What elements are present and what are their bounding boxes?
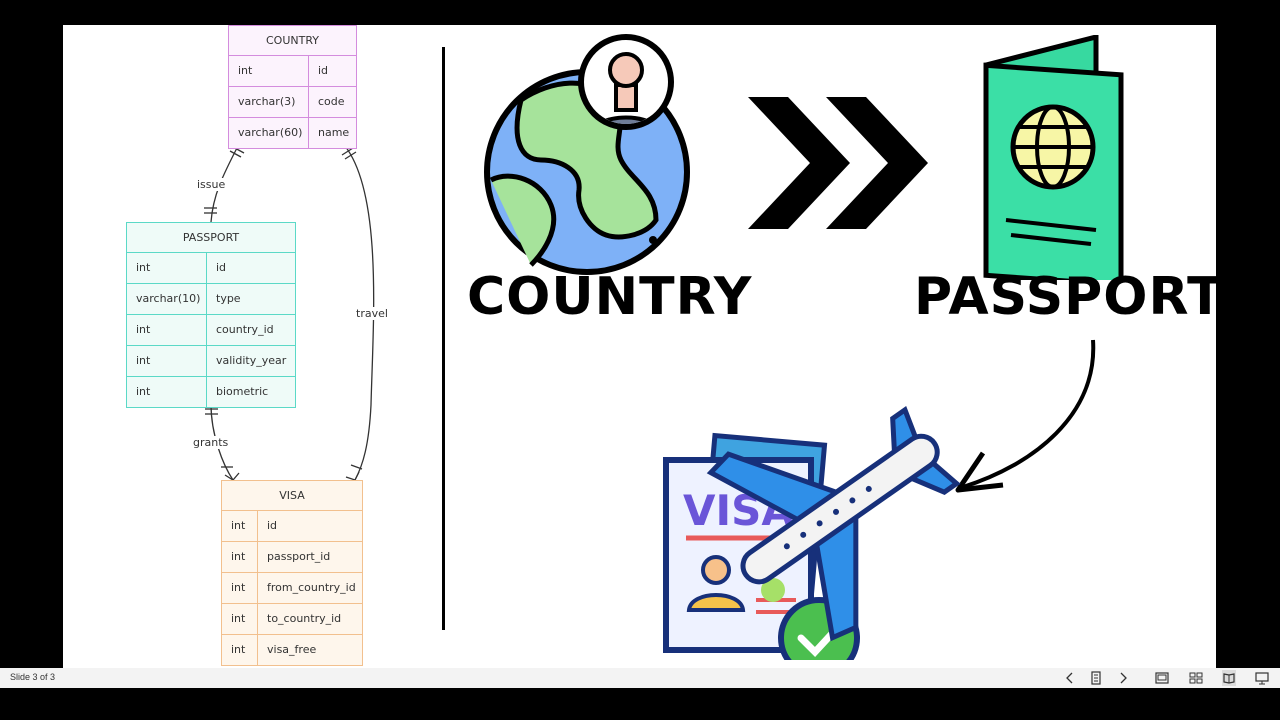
double-chevron-right-icon (748, 97, 928, 229)
visa-plane-icon: VISA (663, 405, 961, 660)
column-name: id (267, 519, 278, 532)
column-type: int (222, 573, 258, 603)
column-type: int (127, 377, 207, 407)
slide-sorter-icon[interactable] (1188, 670, 1204, 686)
column-type: varchar(3) (229, 87, 309, 117)
normal-view-icon[interactable] (1154, 670, 1170, 686)
table-row: varchar(10) type (127, 284, 295, 315)
column-name: code (318, 95, 345, 108)
column-name: passport_id (267, 550, 331, 563)
table-row: varchar(60) name (229, 118, 356, 148)
column-type: int (222, 511, 258, 541)
curved-arrow-icon (955, 339, 1096, 493)
column-name: from_country_id (267, 581, 356, 594)
chevron-left-icon[interactable] (1062, 670, 1078, 686)
column-type: int (127, 253, 207, 283)
column-type: int (127, 315, 207, 345)
chevron-right-icon[interactable] (1115, 670, 1131, 686)
passport-table-title: PASSPORT (127, 223, 295, 253)
status-bar: Slide 3 of 3 (0, 668, 1280, 688)
passport-heading: PASSPORT (914, 267, 1216, 327)
column-type: int (127, 346, 207, 376)
column-name: name (318, 126, 350, 139)
vertical-divider (442, 47, 445, 630)
reading-view-icon[interactable] (1221, 670, 1237, 686)
column-name: validity_year (216, 354, 287, 367)
table-row: int passport_id (222, 542, 362, 573)
table-row: int to_country_id (222, 604, 362, 635)
column-name: type (216, 292, 241, 305)
slide-notes-icon[interactable] (1088, 670, 1104, 686)
relation-label-grants: grants (193, 436, 229, 449)
slide-indicator: Slide 3 of 3 (10, 672, 56, 682)
column-name: biometric (216, 385, 269, 398)
column-name: to_country_id (267, 612, 342, 625)
column-name: country_id (216, 323, 274, 336)
country-heading: COUNTRY (467, 267, 753, 327)
column-type: int (229, 56, 309, 86)
column-type: varchar(60) (229, 118, 309, 148)
slideshow-icon[interactable] (1254, 670, 1270, 686)
column-name: id (216, 261, 227, 274)
table-row: int from_country_id (222, 573, 362, 604)
globe-person-icon (484, 34, 690, 275)
table-row: int visa_free (222, 635, 362, 665)
table-row: int country_id (127, 315, 295, 346)
column-type: int (222, 542, 258, 572)
column-type: int (222, 635, 258, 665)
passport-icon (983, 35, 1124, 280)
column-type: int (222, 604, 258, 634)
table-row: varchar(3) code (229, 87, 356, 118)
visa-table-title: VISA (222, 481, 362, 511)
column-name: visa_free (267, 643, 317, 656)
table-row: int biometric (127, 377, 295, 407)
country-table-title: COUNTRY (229, 26, 356, 56)
relation-label-travel: travel (356, 307, 388, 320)
column-name: id (318, 64, 329, 77)
column-type: varchar(10) (127, 284, 207, 314)
relation-label-issue: issue (197, 178, 226, 191)
table-row: int validity_year (127, 346, 295, 377)
